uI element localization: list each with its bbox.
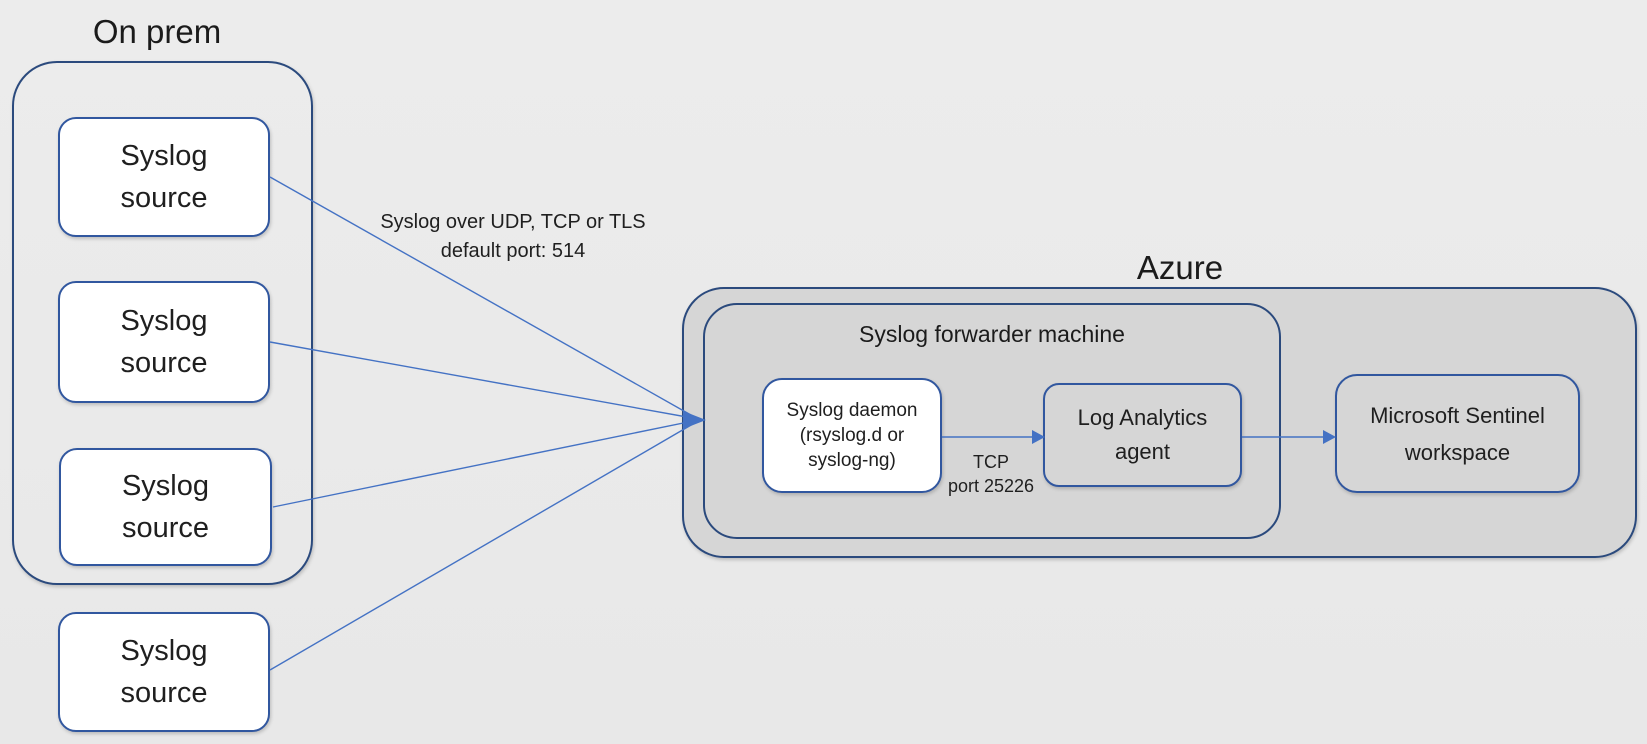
log-analytics-agent-label: Log Analytics agent	[1077, 405, 1208, 464]
syslog-source-label: Syslog source	[120, 305, 208, 379]
source3-to-forwarder-line	[272, 419, 699, 508]
protocol-annotation: Syslog over UDP, TCP or TLS default port…	[380, 211, 646, 262]
syslog-daemon-label: Syslog daemon (rsyslog.d or syslog-ng)	[786, 400, 918, 471]
syslog-source-label: Syslog source	[121, 470, 210, 544]
azure-title: Azure	[1136, 249, 1224, 286]
tcp-port-annotation: TCP port 25226	[947, 452, 1035, 496]
syslog-source-box-1: Syslog source	[58, 117, 270, 237]
sentinel-workspace-box: Microsoft Sentinel workspace	[1335, 374, 1580, 493]
syslog-source-box-3: Syslog source	[59, 448, 272, 566]
source4-to-forwarder-line	[269, 420, 699, 671]
syslog-source-label: Syslog source	[120, 635, 208, 709]
syslog-source-box-2: Syslog source	[58, 281, 270, 403]
syslog-source-box-4: Syslog source	[58, 612, 270, 732]
source2-to-forwarder-line	[269, 341, 699, 420]
forwarder-title: Syslog forwarder machine	[859, 321, 1125, 347]
onprem-title: On prem	[92, 13, 222, 50]
syslog-daemon-box: Syslog daemon (rsyslog.d or syslog-ng)	[762, 378, 942, 493]
log-analytics-agent-box: Log Analytics agent	[1043, 383, 1242, 487]
sentinel-workspace-label: Microsoft Sentinel workspace	[1370, 402, 1545, 465]
syslog-source-label: Syslog source	[120, 140, 208, 214]
